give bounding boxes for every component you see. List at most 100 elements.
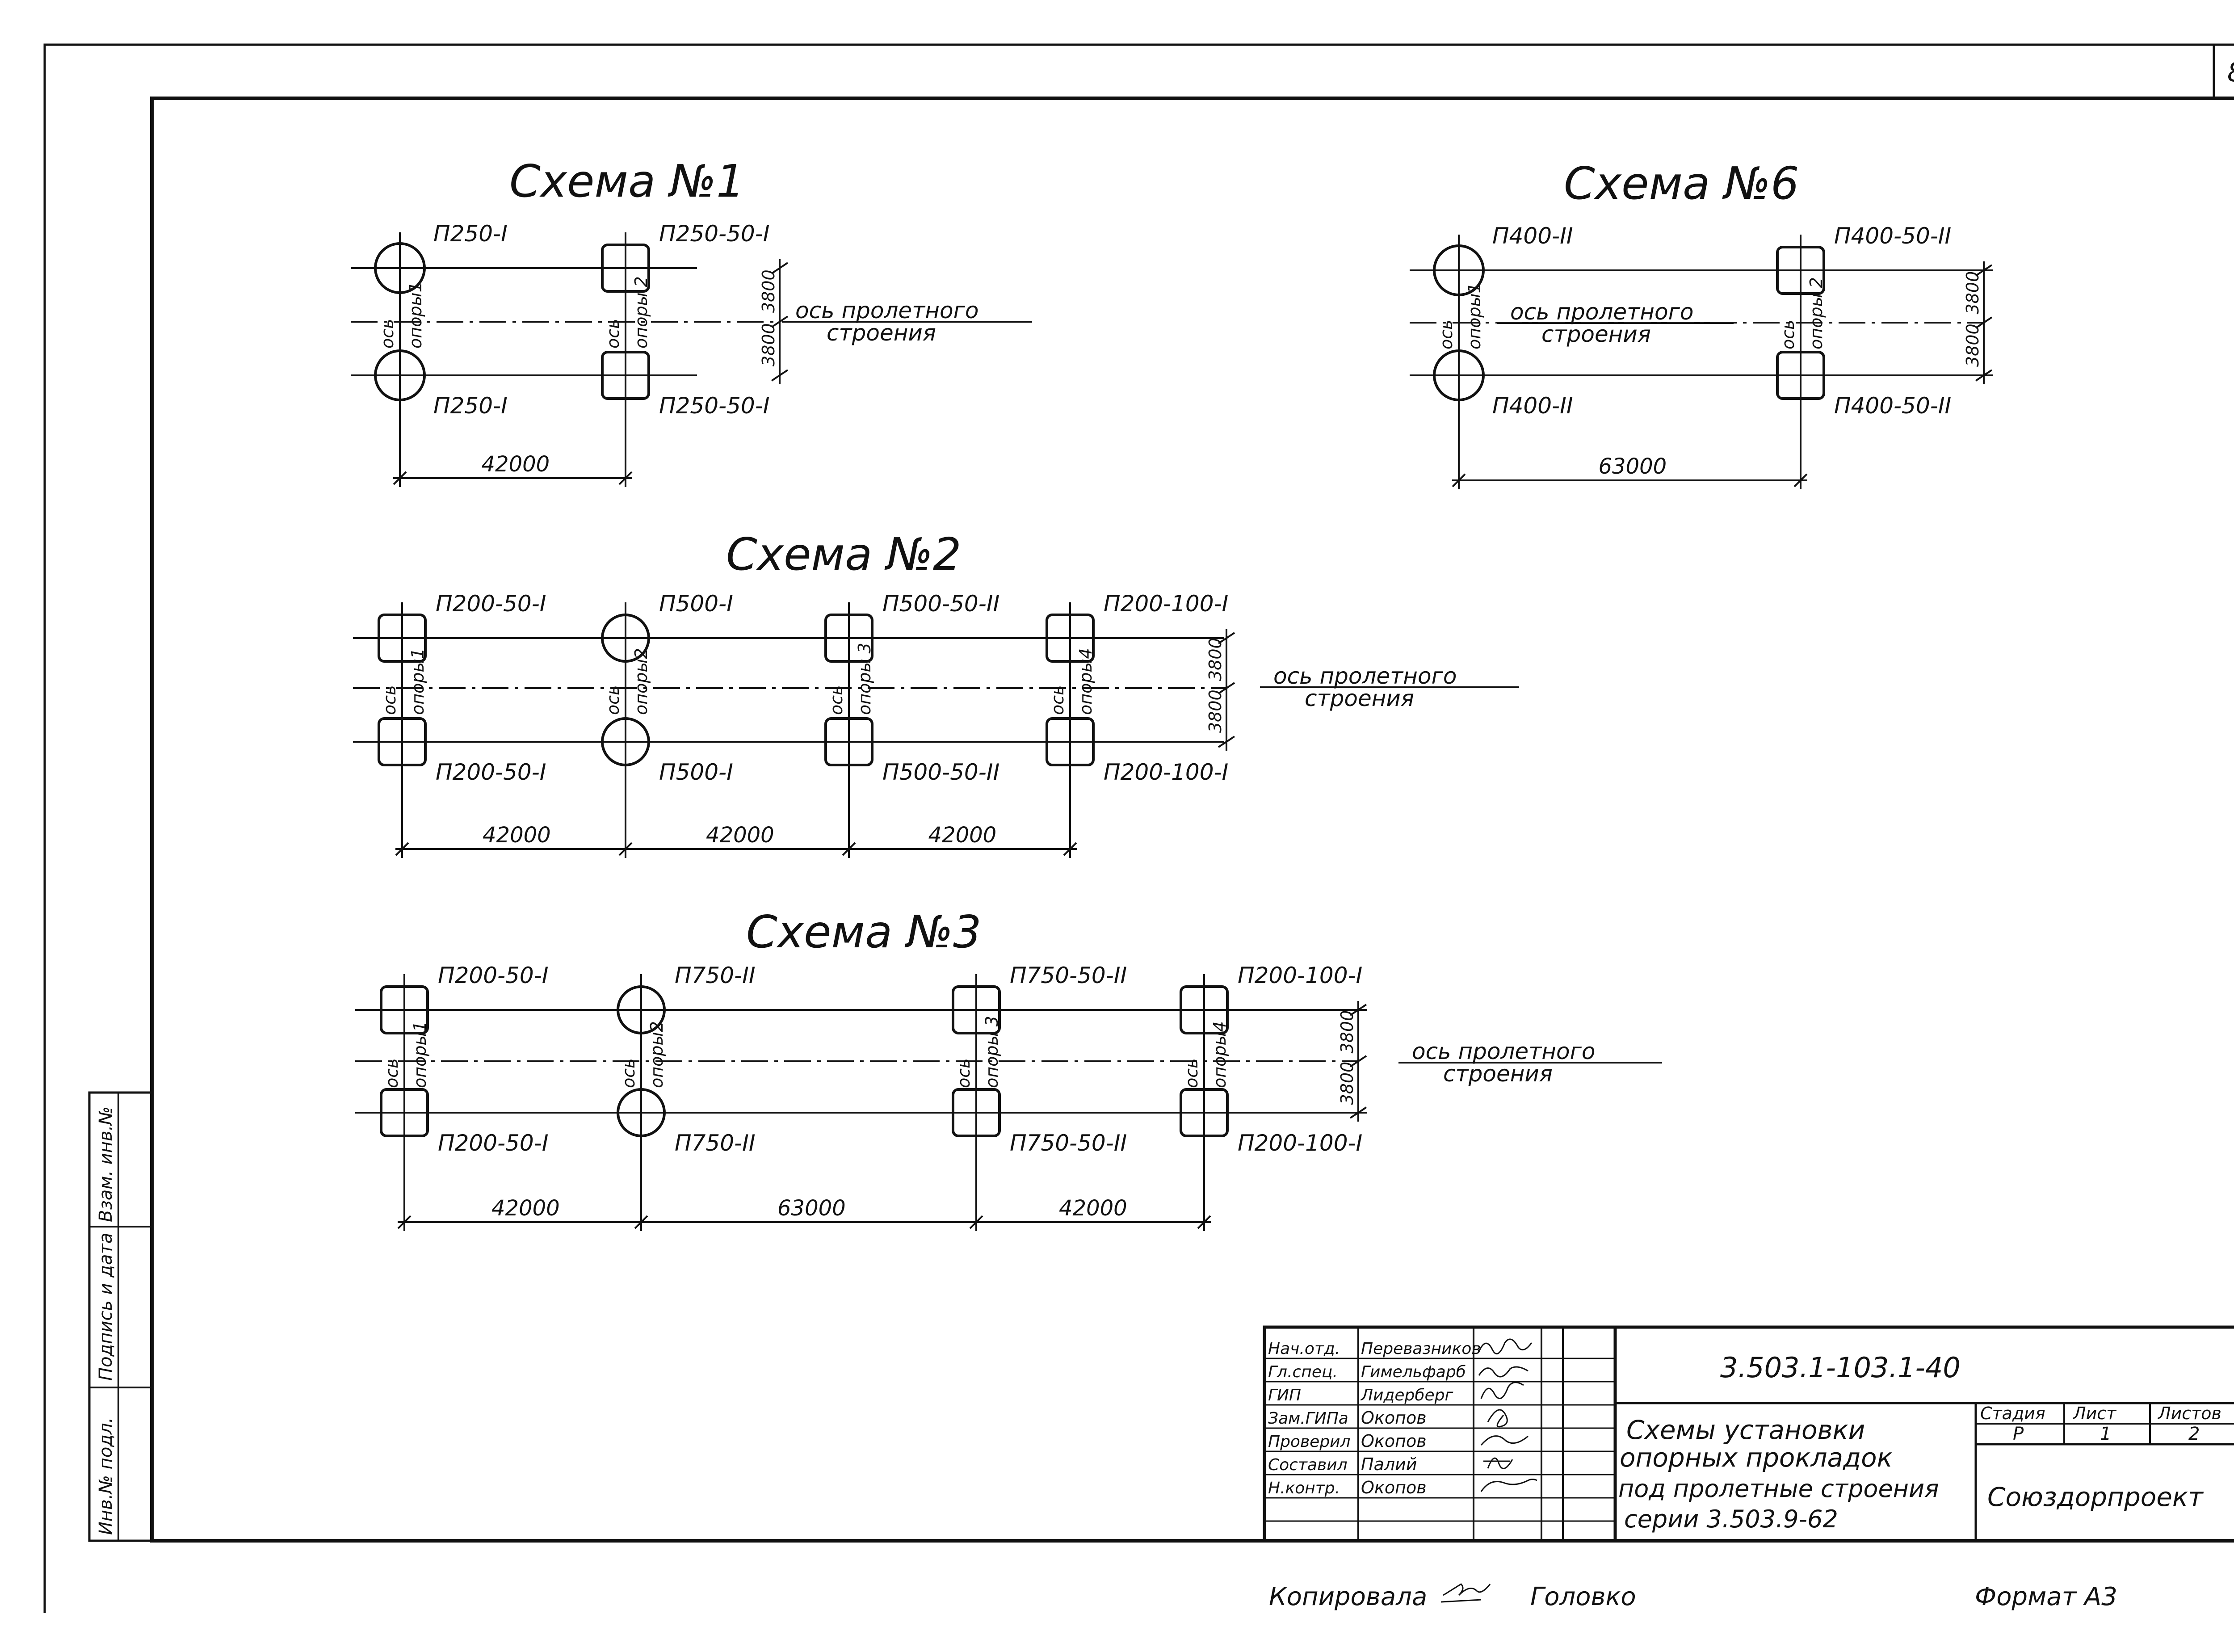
scheme-title: Схема №2 (726, 528, 962, 580)
tb-role-2: Гл.спец. (1268, 1363, 1338, 1381)
bearing-label-top: П200-100-I (1238, 963, 1362, 988)
tb-name-5: Окопов (1361, 1431, 1427, 1451)
support-axis-label-2: опоры4 (1210, 1021, 1230, 1088)
support-axis-label: ось (827, 685, 846, 715)
footer-format: Формат А3 (1975, 1582, 2117, 1611)
vertical-dimension-tick (1218, 632, 1235, 644)
span-dimension-tick (1793, 473, 1808, 488)
signatures (1478, 1338, 1537, 1492)
tb-name-7: Окопов (1361, 1478, 1427, 1497)
vertical-dimension-tick (1218, 682, 1235, 694)
bearing-label-bottom: П500-I (659, 759, 733, 785)
bearing-label-top: П200-50-I (436, 591, 546, 617)
bearing-label-top: П250-I (433, 221, 508, 247)
support-axis-label: ось (619, 1058, 638, 1088)
bearing-pad-bottom (601, 351, 650, 400)
bearing-label-top: П500-I (659, 591, 733, 617)
vertical-dimension-tick (1975, 316, 1993, 329)
span-dimension-tick (618, 842, 633, 856)
bearing-label-bottom: П750-II (675, 1130, 756, 1156)
dimension-vertical-bottom: 3800 (1337, 1062, 1357, 1105)
tb-title-line-2: опорных прокладок (1620, 1442, 1893, 1473)
span-dimension-tick (1452, 473, 1466, 488)
span-axis-label: ось пролетного (1510, 299, 1693, 325)
stamp-sign-label: Подпись и дата (96, 1233, 116, 1381)
side-stamp: Инв.№ подл. Подпись и дата Взам. инв.№ (88, 1091, 153, 1542)
bearing-pad-top (824, 614, 873, 663)
vertical-dimension-tick (771, 315, 789, 328)
tb-role-1: Нач.отд. (1268, 1340, 1340, 1358)
sheet-frame (43, 43, 2234, 1613)
span-dimension-value: 42000 (928, 823, 997, 848)
scheme-title: Схема №3 (746, 906, 982, 958)
bearing-label-bottom: П200-50-I (436, 759, 546, 785)
tb-sheet-value: 1 (2100, 1424, 2111, 1444)
bearing-pad-top (617, 985, 666, 1034)
footer-copied-name: Головко (1530, 1582, 1636, 1611)
dimension-vertical-top: 3800 (1205, 638, 1225, 681)
bearing-label-bottom: П400-50-II (1834, 393, 1951, 419)
tb-role-3: ГИП (1268, 1386, 1301, 1404)
bearing-pad-top (1433, 244, 1485, 296)
tb-role-5: Проверил (1268, 1433, 1351, 1451)
title-block: Нач.отд. Гл.спец. ГИП Зам.ГИПа Проверил … (1263, 1325, 2234, 1543)
tb-stage-header: Стадия (1980, 1404, 2045, 1423)
support-axis-label-2: опоры1 (410, 1021, 430, 1088)
span-dimension-value: 42000 (483, 823, 551, 848)
vertical-dimension-tick (1349, 1106, 1367, 1119)
span-axis-label-2: строения (1541, 321, 1651, 347)
span-dimension-value: 63000 (777, 1196, 846, 1221)
support-axis-label-2: опоры4 (1076, 648, 1096, 715)
bearing-pad-bottom (601, 717, 650, 766)
bearing-label-bottom: П750-50-II (1010, 1130, 1127, 1156)
span-dimension-tick (969, 1215, 983, 1229)
bearing-pad-bottom (1046, 717, 1095, 766)
support-axis-label-2: опоры 3 (982, 1016, 1002, 1088)
dimension-vertical-bottom: 3800 (1963, 324, 1982, 367)
tb-sheets-value: 2 (2188, 1424, 2200, 1444)
support-axis-label-2: опоры1 (1465, 282, 1484, 349)
bearing-label-top: П750-II (675, 963, 756, 988)
tb-name-4: Окопов (1361, 1408, 1427, 1428)
dimension-vertical-top: 3800 (1337, 1010, 1357, 1054)
span-dimension-value: 63000 (1599, 454, 1667, 479)
vertical-dimension-tick (1975, 369, 1993, 382)
bearing-label-top: П400-II (1492, 223, 1573, 249)
footer: Копировала Головко Формат А3 (1269, 1582, 2117, 1611)
bearing-label-top: П200-50-I (438, 963, 549, 988)
bearing-pad-top (601, 244, 650, 293)
span-axis-label: ось пролетного (1273, 663, 1457, 689)
vertical-dimension-tick (771, 369, 789, 382)
vertical-dimension-tick (1218, 736, 1235, 748)
span-dimension-value: 42000 (482, 452, 550, 477)
support-axis-label: ось (1436, 319, 1456, 349)
bearing-label-top: П750-50-II (1010, 963, 1127, 988)
bearing-pad-bottom (380, 1088, 429, 1137)
bearing-label-bottom: П200-100-I (1238, 1130, 1362, 1156)
bearing-label-top: П500-50-II (882, 591, 999, 617)
bearing-label-top: П400-50-II (1834, 223, 1951, 249)
bearing-pad-top (1776, 246, 1825, 295)
bearing-pad-bottom (1433, 349, 1485, 401)
support-axis-label: ось (382, 1058, 402, 1088)
span-axis-label-2: строения (1443, 1061, 1553, 1087)
tb-name-6: Палий (1361, 1454, 1417, 1474)
dimension-vertical-bottom: 3800 (1205, 689, 1225, 733)
scheme-title: Схема №6 (1564, 157, 1799, 210)
bearing-pad-bottom (374, 349, 426, 401)
span-dimension-tick (1063, 842, 1077, 856)
vertical-dimension-tick (771, 262, 789, 274)
support-axis-label: ось (378, 319, 397, 349)
bearing-pad-top (374, 242, 426, 294)
support-axis-label: ось (603, 685, 623, 715)
